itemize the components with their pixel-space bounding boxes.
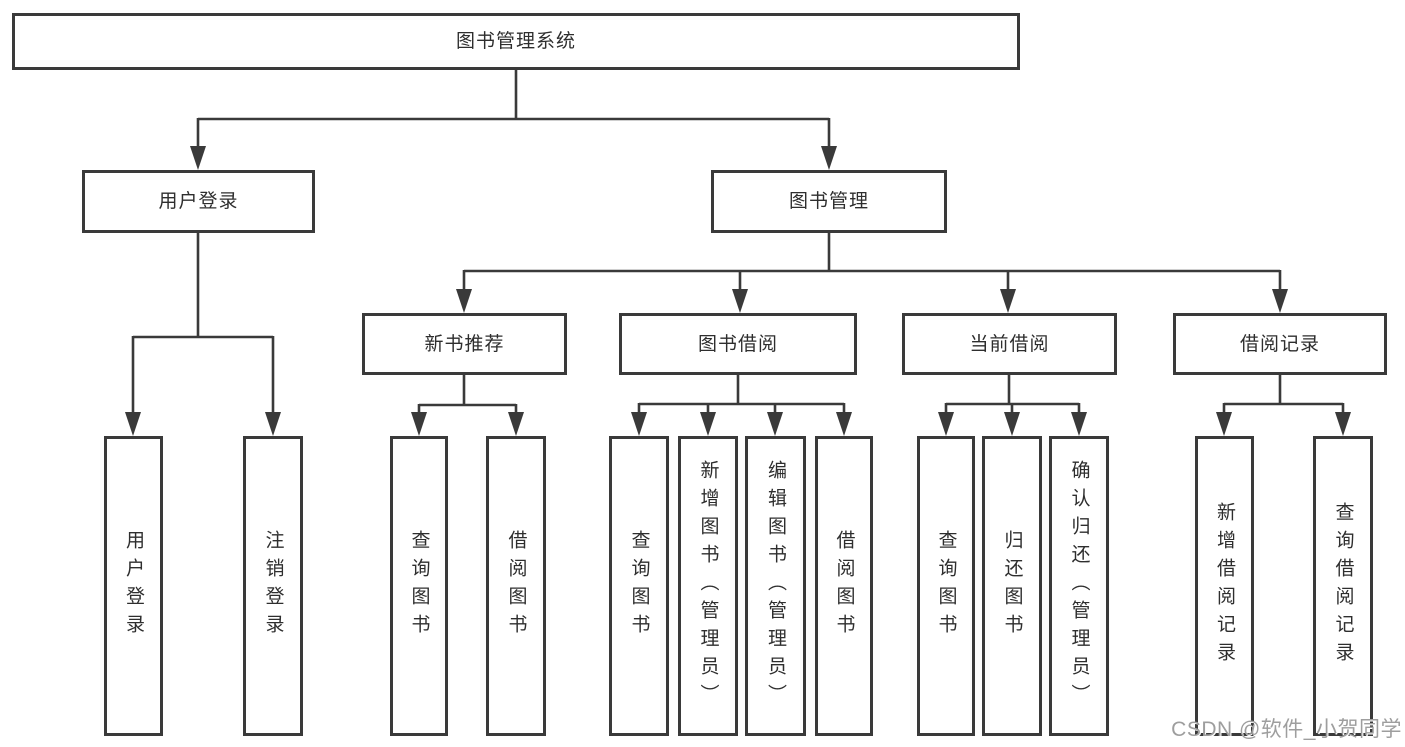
- arrowhead: [1000, 289, 1016, 313]
- watermark: CSDN @软件_小贺同学: [1171, 718, 1402, 741]
- arrowhead: [1216, 412, 1232, 436]
- node-label: 确认归还（管理员）: [1068, 460, 1090, 712]
- node-label: 查询图书: [935, 530, 957, 642]
- arrowhead: [1004, 412, 1020, 436]
- connector-borrow-records-to-leaves: [1222, 375, 1345, 416]
- node-book-borrow: 图书借阅: [619, 313, 857, 375]
- leaf-return-books: 归还图书: [982, 436, 1042, 736]
- arrowhead: [456, 289, 472, 313]
- leaf-logout: 注销登录: [243, 436, 303, 736]
- connector-root-to-level2: [196, 70, 831, 150]
- node-label: 查询图书: [408, 530, 430, 642]
- node-new-book-recommend: 新书推荐: [362, 313, 567, 375]
- leaf-user-login: 用户登录: [104, 436, 163, 736]
- node-library-system: 图书管理系统: [12, 13, 1020, 70]
- arrowhead: [1272, 289, 1288, 313]
- arrowhead: [125, 412, 141, 436]
- leaf-query-books-2: 查询图书: [609, 436, 669, 736]
- arrowhead: [700, 412, 716, 436]
- node-label: 编辑图书（管理员）: [765, 460, 786, 712]
- arrowhead: [411, 412, 427, 436]
- connector-book-borrow-to-leaves: [637, 375, 846, 416]
- leaf-confirm-return-admin: 确认归还（管理员）: [1049, 436, 1109, 736]
- node-label: 查询借阅记录: [1332, 502, 1354, 670]
- arrowhead: [265, 412, 281, 436]
- node-label: 用户登录: [158, 191, 239, 212]
- node-label: 图书借阅: [697, 333, 778, 355]
- node-label: 新书推荐: [424, 333, 505, 355]
- arrowhead: [190, 146, 206, 170]
- leaf-add-books-admin: 新增图书（管理员）: [678, 436, 738, 736]
- node-user-login: 用户登录: [82, 170, 315, 233]
- arrowhead: [821, 146, 837, 170]
- node-label: 查询图书: [628, 530, 650, 642]
- node-label: 借阅图书: [833, 530, 855, 642]
- arrowhead: [938, 412, 954, 436]
- node-label: 借阅记录: [1239, 333, 1320, 355]
- node-current-borrow: 当前借阅: [902, 313, 1117, 375]
- node-book-management: 图书管理: [711, 170, 947, 233]
- node-label: 借阅图书: [505, 530, 527, 642]
- connector-new-book-recommend-to-leaves: [417, 375, 518, 416]
- node-label: 归还图书: [1001, 530, 1023, 642]
- leaf-query-borrow-record: 查询借阅记录: [1313, 436, 1373, 736]
- arrowhead: [767, 412, 783, 436]
- node-label: 图书管理系统: [455, 31, 576, 52]
- arrowhead: [836, 412, 852, 436]
- connector-book-management-to-level3: [462, 233, 1282, 293]
- arrowhead: [732, 289, 748, 313]
- leaf-borrow-books-2: 借阅图书: [815, 436, 873, 736]
- arrowhead: [508, 412, 524, 436]
- leaf-add-borrow-record: 新增借阅记录: [1195, 436, 1254, 736]
- leaf-query-books-3: 查询图书: [917, 436, 975, 736]
- node-borrow-records: 借阅记录: [1173, 313, 1387, 375]
- node-label: 当前借阅: [969, 333, 1050, 355]
- node-label: 图书管理: [788, 191, 869, 212]
- arrowhead: [1335, 412, 1351, 436]
- leaf-borrow-books-1: 借阅图书: [486, 436, 546, 736]
- leaf-query-books-1: 查询图书: [390, 436, 448, 736]
- node-label: 新增图书（管理员）: [697, 460, 719, 712]
- node-label: 用户登录: [123, 530, 144, 642]
- connector-current-borrow-to-leaves: [944, 375, 1081, 416]
- arrowhead: [1071, 412, 1087, 436]
- leaf-edit-books-admin: 编辑图书（管理员）: [745, 436, 806, 736]
- node-label: 新增借阅记录: [1214, 502, 1235, 670]
- connector-user-login-to-leaves: [131, 233, 275, 416]
- node-label: 注销登录: [262, 530, 284, 642]
- arrowhead: [631, 412, 647, 436]
